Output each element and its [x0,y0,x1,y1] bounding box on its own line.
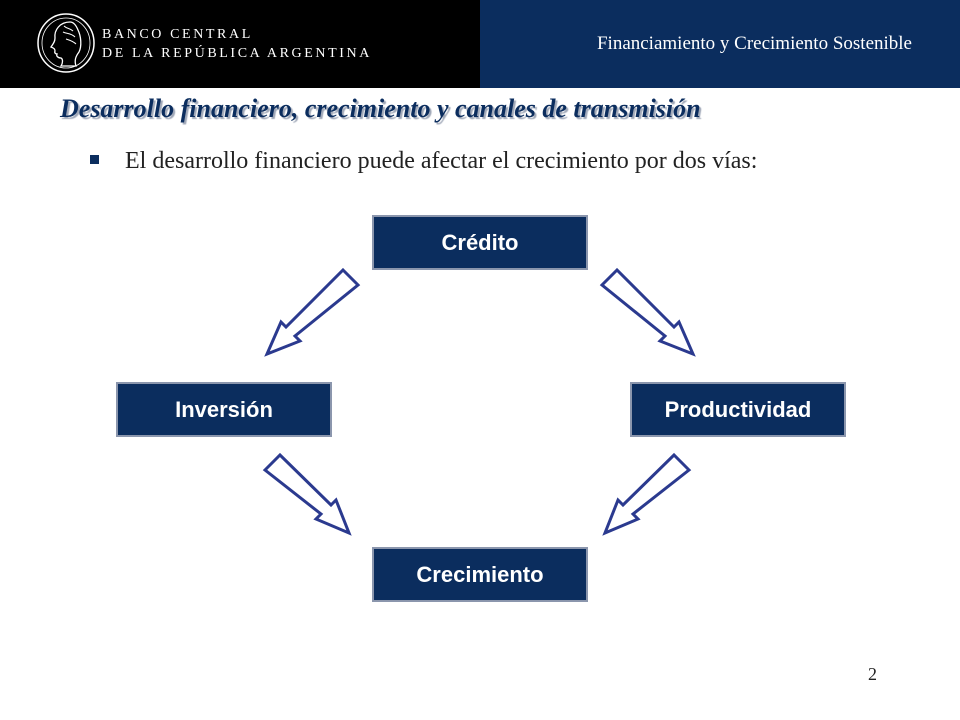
bank-name: BANCO CENTRAL DE LA REPÚBLICA ARGENTINA [102,25,372,63]
arrow-credito-inversion [264,267,361,357]
arrow-productividad-crecimiento [602,452,692,536]
bank-name-line1: BANCO CENTRAL [102,27,253,42]
bank-name-line2: DE LA REPÚBLICA ARGENTINA [102,46,372,61]
node-inversion: Inversión [116,382,332,437]
node-productividad: Productividad [630,382,846,437]
bullet-item: El desarrollo financiero puede afectar e… [90,148,757,175]
square-bullet-icon [90,154,99,164]
bullet-text: El desarrollo financiero puede afectar e… [125,148,758,174]
node-credito: Crédito [372,215,588,270]
header-title-area [480,0,960,88]
slide-title: Desarrollo financiero, crecimiento y can… [60,94,701,123]
header-logo-area [0,0,480,88]
presentation-title: Financiamiento y Crecimiento Sostenible [596,33,912,54]
node-crecimiento: Crecimiento [372,547,588,602]
arrow-inversion-crecimiento [262,452,352,536]
page-number: 2 [868,664,877,684]
effigy-profile-icon [37,13,95,73]
arrow-credito-productividad [599,267,696,357]
